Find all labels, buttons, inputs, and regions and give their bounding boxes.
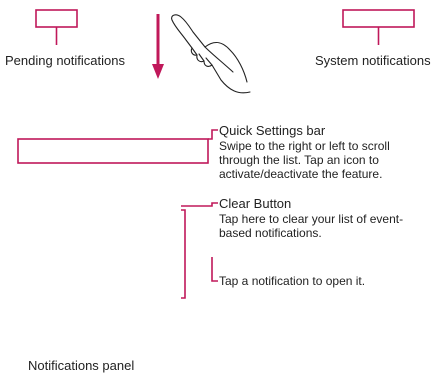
system-notifications-box: [342, 9, 415, 28]
clear-button-title: Clear Button: [219, 196, 292, 211]
quick-settings-leader: [208, 129, 218, 140]
down-arrow-icon: [152, 14, 164, 79]
swipe-hand-icon: [171, 14, 251, 94]
tap-notification-label: Tap a notification to open it.: [219, 274, 366, 288]
quick-settings-title: Quick Settings bar: [219, 123, 326, 138]
notification-list-bracket: [181, 209, 186, 299]
tap-notification-leader: [211, 257, 218, 282]
clear-button-description: Tap here to clear your list of event-bas…: [219, 212, 404, 240]
clear-button-leader: [181, 202, 218, 207]
quick-settings-box: [17, 138, 209, 164]
panel-caption: Notifications panel: [28, 358, 135, 373]
system-notifications-label: System notifications: [315, 53, 431, 68]
quick-settings-description: Swipe to the right or left to scroll thr…: [219, 139, 390, 181]
pending-notifications-box: [35, 9, 78, 28]
pending-notifications-label: Pending notifications: [5, 53, 125, 68]
